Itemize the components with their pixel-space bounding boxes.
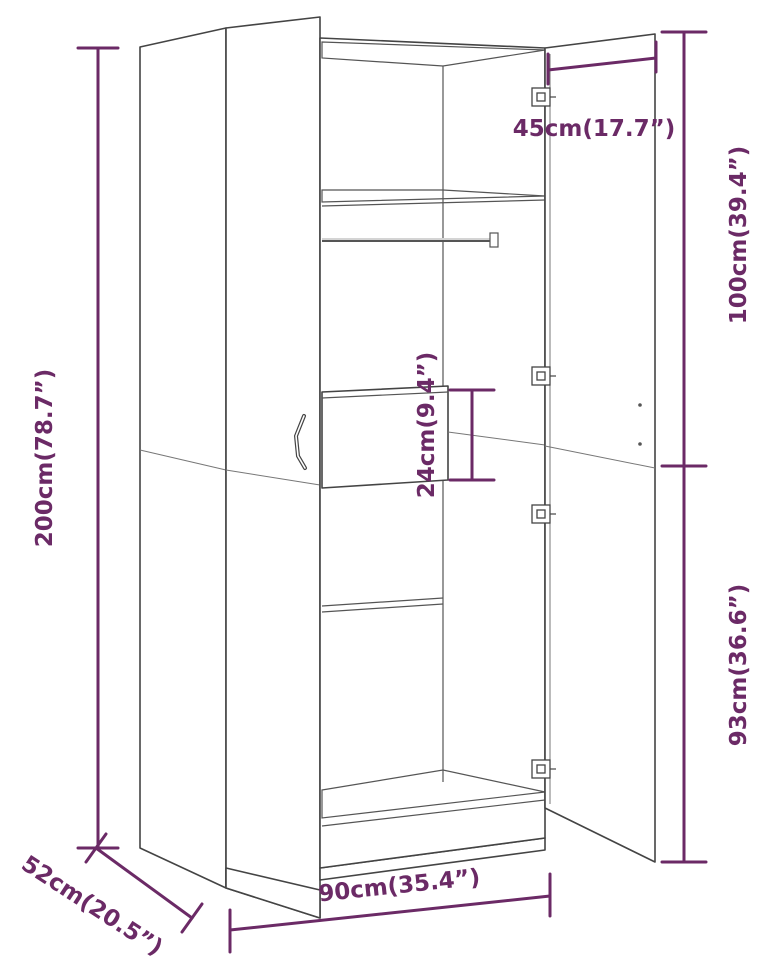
door-pin-hole	[638, 403, 642, 407]
bottom-board-front	[321, 799, 546, 827]
width-dimension-line	[228, 894, 552, 932]
left-side-panel	[139, 27, 227, 889]
lower-shelf	[321, 597, 444, 607]
door-pin-hole	[638, 442, 642, 446]
drawer-height-label: 24cm(9.4”)	[414, 352, 440, 499]
right-door-seam	[544, 445, 656, 469]
depth-dimension-cap	[84, 832, 108, 864]
rail-bracket	[489, 232, 499, 248]
hinge-icon	[531, 759, 556, 779]
height-dimension-label: 200cm(78.7”)	[32, 369, 58, 548]
drawer-runner	[447, 431, 546, 446]
upper-height-label: 100cm(39.4”)	[726, 146, 752, 325]
depth-dimension-cap	[180, 902, 204, 934]
left-panel-seam	[139, 449, 227, 471]
hinge-icon	[531, 87, 556, 107]
inner-depth-label: 45cm(17.7”)	[513, 116, 676, 142]
right-open-door	[544, 33, 656, 863]
hinge-icon	[531, 504, 556, 524]
inner-depth-dimension-line	[546, 56, 658, 72]
depth-dimension-line	[94, 846, 194, 920]
depth-dimension-label: 52cm(20.5”)	[17, 851, 167, 961]
drawer-top-edge	[321, 391, 449, 399]
lower-height-label: 93cm(36.6”)	[726, 584, 752, 747]
hinge-icon	[531, 366, 556, 386]
drawer	[321, 385, 449, 489]
left-door-seam	[225, 469, 321, 486]
base-plinth	[225, 867, 321, 919]
lower-shelf-front	[321, 603, 444, 613]
upper-shelf-front	[321, 199, 546, 207]
door-handle-highlight	[295, 415, 306, 469]
